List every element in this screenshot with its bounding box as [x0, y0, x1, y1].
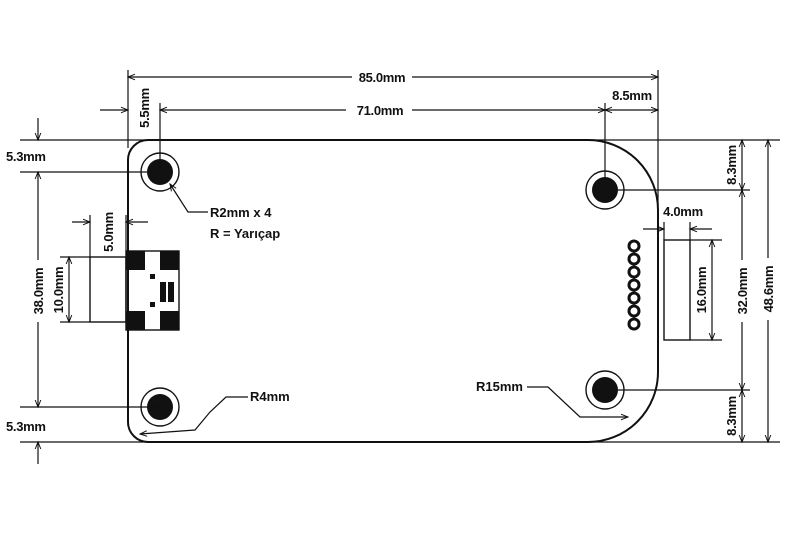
dim-overall-height: 48.6mm	[761, 266, 776, 313]
board-outline	[127, 139, 659, 443]
dim-connector-height: 16.0mm	[694, 267, 709, 314]
dim-bottom-hole-offset-left: 5.3mm	[6, 419, 46, 434]
dimension-lines	[34, 73, 772, 464]
dim-top-hole-offset-left: 5.3mm	[6, 149, 46, 164]
dim-top-hole-offset-right: 8.3mm	[724, 145, 739, 185]
dim-left-hole-offset: 5.5mm	[137, 88, 152, 128]
pin-header	[627, 239, 641, 331]
note-small-corner-radius: R4mm	[250, 389, 290, 404]
dim-usb-height: 10.0mm	[51, 267, 66, 314]
dim-overall-width: 85.0mm	[359, 70, 406, 85]
note-hole-radius: R2mm x 4	[210, 205, 272, 220]
dim-hole-spacing: 71.0mm	[357, 103, 404, 118]
leader-lines	[138, 182, 630, 437]
dim-right-hole-spacing: 32.0mm	[735, 268, 750, 315]
dim-right-hole-offset: 8.5mm	[612, 88, 652, 103]
note-radius-legend: R = Yarıçap	[210, 226, 280, 241]
note-large-corner-radius: R15mm	[476, 379, 523, 394]
side-connector	[663, 239, 691, 341]
dim-bottom-hole-offset-right: 8.3mm	[724, 396, 739, 436]
usb-connector	[89, 250, 180, 331]
dim-left-hole-spacing: 38.0mm	[31, 268, 46, 315]
dim-connector-width: 4.0mm	[663, 204, 703, 219]
dim-usb-width: 5.0mm	[101, 212, 116, 252]
